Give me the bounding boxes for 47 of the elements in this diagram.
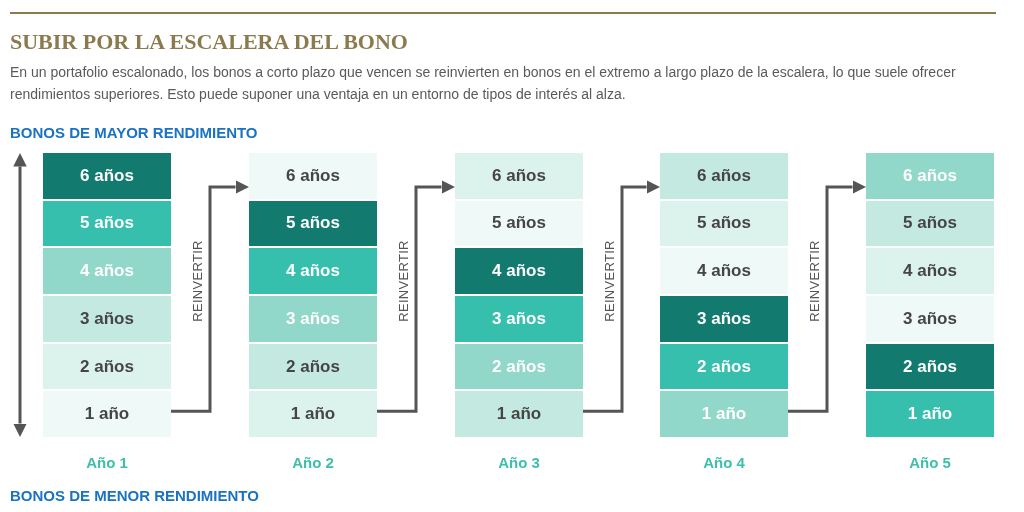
edge-label: REINVERTIR <box>807 239 822 323</box>
intro-paragraph: En un portafolio escalonado, los bonos a corto plazo que vencen se reinvierten en bonos en el extremo a largo plazo de la escalera, lo que suele ofrecer rendimientos superiores. Esto puede suponer una ventaja en un entorno de tipos de interés al alza. <box>10 63 957 104</box>
maturity-block: 2 años <box>43 343 171 390</box>
maturity-block: 5 años <box>866 200 994 247</box>
maturity-block: 5 años <box>249 200 377 247</box>
maturity-block: 6 años <box>43 153 171 199</box>
maturity-block: 5 años <box>660 200 788 247</box>
maturity-block: 3 años <box>249 296 377 342</box>
maturity-block: 4 años <box>249 248 377 294</box>
maturity-block: 4 años <box>660 248 788 294</box>
connector-arrow <box>171 180 249 413</box>
edge-label: REINVERTIR <box>190 239 205 323</box>
connector-arrow <box>788 180 866 413</box>
maturity-block: 4 años <box>43 248 171 294</box>
maturity-block: 3 años <box>866 296 994 342</box>
maturity-block: 6 años <box>866 153 994 199</box>
maturity-block: 2 años <box>866 343 994 390</box>
maturity-block: 6 años <box>660 153 788 199</box>
maturity-block: 1 año <box>249 391 377 437</box>
maturity-block: 2 años <box>455 343 583 390</box>
year-label: Año 4 <box>703 454 745 472</box>
maturity-block: 2 años <box>249 343 377 390</box>
maturity-block: 5 años <box>455 200 583 247</box>
maturity-block: 1 año <box>660 391 788 437</box>
edge-label: REINVERTIR <box>396 239 411 323</box>
maturity-block: 3 años <box>455 296 583 342</box>
edge-label: REINVERTIR <box>602 239 617 323</box>
year-label: Año 2 <box>292 454 334 472</box>
maturity-block: 1 año <box>455 391 583 437</box>
scale-label: BONOS DE MAYOR RENDIMIENTO <box>10 124 258 142</box>
maturity-block: 2 años <box>660 343 788 390</box>
year-label: Año 3 <box>498 454 540 472</box>
connector-arrow <box>583 180 660 413</box>
maturity-block: 6 años <box>455 153 583 199</box>
year-label: Año 1 <box>86 454 128 472</box>
maturity-block: 1 año <box>43 391 171 437</box>
maturity-block: 4 años <box>455 248 583 294</box>
scale-label: BONOS DE MENOR RENDIMIENTO <box>10 487 259 505</box>
maturity-block: 1 año <box>866 391 994 437</box>
maturity-block: 6 años <box>249 153 377 199</box>
maturity-block: 3 años <box>43 296 171 342</box>
year-label: Año 5 <box>909 454 951 472</box>
maturity-block: 3 años <box>660 296 788 342</box>
maturity-block: 5 años <box>43 200 171 247</box>
title-heading: SUBIR POR LA ESCALERA DEL BONO <box>10 30 408 54</box>
maturity-block: 4 años <box>866 248 994 294</box>
connector-arrow <box>377 180 455 413</box>
